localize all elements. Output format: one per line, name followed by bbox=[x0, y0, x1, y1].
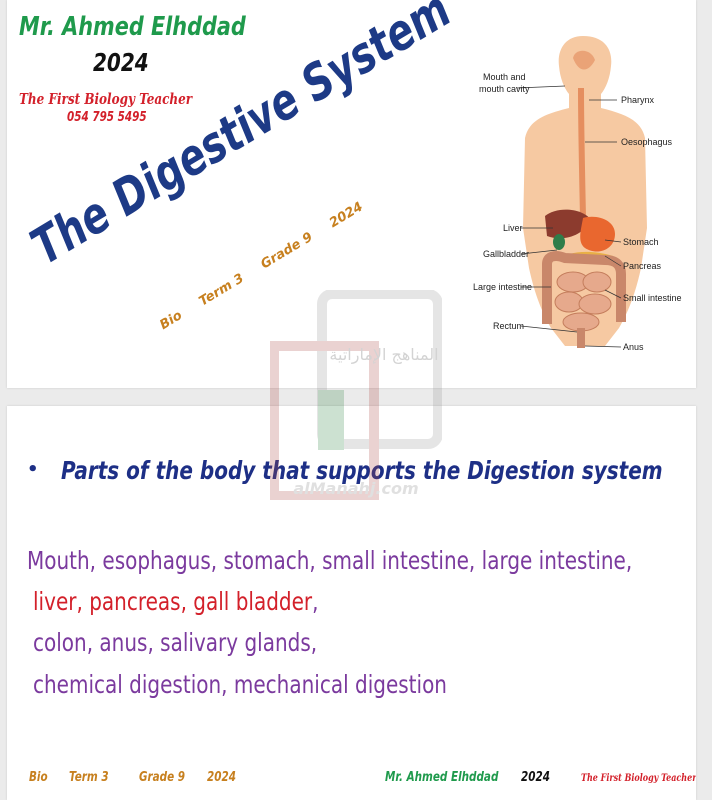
label-liver: Liver bbox=[503, 223, 523, 233]
footer-term: Term 3 bbox=[69, 770, 109, 785]
subtitle-subject: Bio bbox=[157, 308, 185, 333]
label-mouth-line2: mouth cavity bbox=[479, 84, 530, 94]
subtitle-term: Term 3 bbox=[196, 271, 247, 310]
label-pharynx: Pharynx bbox=[621, 95, 655, 105]
small-intestine-shape bbox=[554, 271, 612, 332]
subtitle-grade: Grade 9 bbox=[258, 229, 316, 273]
liver-shape bbox=[545, 209, 591, 239]
label-oesophagus: Oesophagus bbox=[621, 137, 673, 147]
subtitle: Bio Term 3 Grade 9 2024 bbox=[157, 190, 381, 333]
content-slide: •Parts of the body that supports the Dig… bbox=[7, 406, 696, 800]
parts-line-3: colon, anus, salivary glands, bbox=[33, 628, 318, 657]
footer-teacher-title: The First Biology Teacher bbox=[581, 773, 696, 784]
parts-line-2: liver, pancreas, gall bladder, bbox=[33, 587, 390, 616]
label-large-intestine: Large intestine bbox=[473, 282, 532, 292]
parts-line-1: Mouth, esophagus, stomach, small intesti… bbox=[27, 546, 633, 575]
parts-line-4: chemical digestion, mechanical digestion bbox=[33, 670, 447, 699]
teacher-title: The First Biology Teacher bbox=[19, 90, 193, 108]
footer-teacher-year: 2024 bbox=[521, 770, 550, 785]
subtitle-year: 2024 bbox=[326, 199, 366, 232]
teacher-name: Mr. Ahmed Elhddad bbox=[19, 12, 246, 42]
label-small-intestine: Small intestine bbox=[623, 293, 682, 303]
teacher-phone: 054 795 5495 bbox=[67, 110, 147, 125]
bullet-heading: •Parts of the body that supports the Dig… bbox=[27, 456, 663, 485]
label-pancreas: Pancreas bbox=[623, 261, 662, 271]
footer-year: 2024 bbox=[207, 770, 236, 785]
head-shade bbox=[573, 50, 595, 70]
footer-teacher-name: Mr. Ahmed Elhddad bbox=[385, 770, 499, 785]
oesophagus-shape bbox=[578, 87, 586, 219]
gallbladder-shape bbox=[553, 234, 565, 250]
bullet-dot-icon: • bbox=[27, 458, 39, 480]
footer-grade: Grade 9 bbox=[139, 770, 186, 785]
teacher-year: 2024 bbox=[93, 48, 149, 77]
stomach-shape bbox=[580, 216, 615, 252]
slide-footer: Bio Term 3 Grade 9 2024 Mr. Ahmed Elhdda… bbox=[7, 770, 696, 794]
footer-subject: Bio bbox=[29, 770, 48, 785]
parts-line-2-tail: , bbox=[312, 587, 319, 616]
label-stomach: Stomach bbox=[623, 237, 659, 247]
label-gallbladder: Gallbladder bbox=[483, 249, 529, 259]
label-mouth-line1: Mouth and bbox=[483, 72, 526, 82]
digestive-system-diagram: Mouth and mouth cavity Pharynx Oesophagu… bbox=[473, 36, 682, 352]
label-rectum: Rectum bbox=[493, 321, 524, 331]
parts-line-2-red: liver, pancreas, gall bladder bbox=[33, 587, 313, 616]
label-anus: Anus bbox=[623, 342, 644, 352]
large-intestine-shape bbox=[542, 251, 626, 324]
title-slide: Mr. Ahmed Elhddad 2024 The First Biology… bbox=[7, 0, 696, 388]
